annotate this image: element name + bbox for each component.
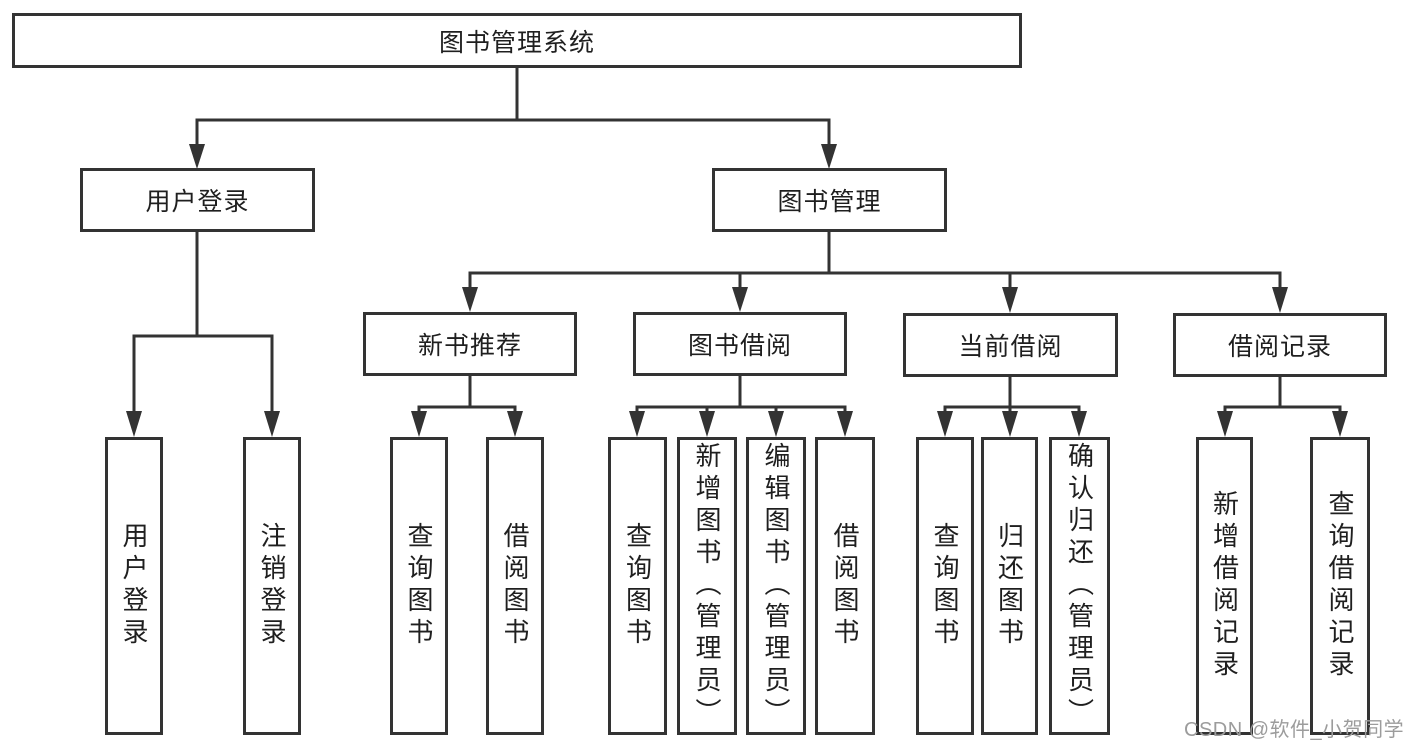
arrowhead (1002, 411, 1018, 437)
leaf-cb-query-books: 查询图书 (916, 437, 974, 735)
leaf-label: 查询图书 (622, 522, 653, 650)
connector-root-to-level2 (189, 68, 837, 169)
arrowhead (837, 411, 853, 437)
arrowhead (1002, 287, 1018, 313)
csdn-watermark: CSDN @软件_小贺同学 (1184, 719, 1405, 741)
leaf-label: 确认归还（管理员） (1064, 442, 1095, 730)
node-book-borrow: 图书借阅 (633, 312, 847, 376)
node-book-mgmt: 图书管理 (712, 168, 947, 232)
leaf-label: 查询图书 (930, 522, 960, 650)
leaf-label: 新增借阅记录 (1209, 490, 1240, 682)
leaf-bb-edit-books-admin: 编辑图书（管理员） (746, 437, 806, 735)
connector-bar (1223, 405, 1342, 412)
node-current-borrow: 当前借阅 (903, 313, 1118, 377)
node-user-login: 用户登录 (80, 168, 315, 232)
arrowhead (462, 287, 478, 312)
leaf-label: 新增图书（管理员） (692, 442, 722, 730)
arrowhead (937, 411, 953, 437)
node-new-book-rec: 新书推荐 (363, 312, 577, 376)
node-root-label: 图书管理系统 (438, 28, 595, 57)
leaf-label: 归还图书 (994, 522, 1025, 650)
leaf-br-query-record: 查询借阅记录 (1310, 437, 1370, 735)
leaf-br-add-record: 新增借阅记录 (1196, 437, 1253, 735)
connector-new-book-rec-subtree (411, 376, 523, 437)
node-borrow-records-label: 借阅记录 (1227, 333, 1332, 361)
leaf-nbr-query-books: 查询图书 (390, 437, 448, 735)
leaf-label: 借阅图书 (830, 522, 860, 650)
arrowhead (732, 287, 748, 312)
leaf-logout: 注销登录 (243, 437, 301, 735)
leaf-user-login: 用户登录 (105, 437, 163, 735)
leaf-bb-borrow-books: 借阅图书 (815, 437, 875, 735)
leaf-nbr-borrow-books: 借阅图书 (486, 437, 544, 735)
node-new-book-rec-label: 新书推荐 (417, 332, 522, 360)
leaf-cb-return-books: 归还图书 (981, 437, 1038, 735)
arrowhead (821, 144, 837, 169)
connector-user-login-subtree (126, 232, 280, 437)
arrowhead (699, 411, 715, 437)
leaf-label: 借阅图书 (500, 522, 530, 650)
leaf-label: 用户登录 (119, 522, 149, 650)
arrowhead (1332, 411, 1348, 437)
arrowhead (629, 411, 645, 437)
connector-bar (635, 405, 847, 412)
connector-borrow-records-subtree (1217, 377, 1348, 437)
connector-bar (417, 405, 517, 412)
arrowhead (264, 411, 280, 437)
connector-bar (468, 271, 1282, 288)
leaf-label: 查询图书 (404, 522, 434, 650)
node-book-mgmt-label: 图书管理 (777, 188, 882, 216)
arrowhead (768, 411, 784, 437)
leaf-label: 注销登录 (257, 522, 287, 650)
connector-bar (943, 405, 1081, 412)
leaf-label: 查询借阅记录 (1325, 490, 1355, 682)
arrowhead (126, 411, 142, 437)
arrowhead (189, 144, 205, 169)
node-borrow-records: 借阅记录 (1173, 313, 1387, 377)
leaf-bb-add-books-admin: 新增图书（管理员） (677, 437, 737, 735)
arrowhead (1217, 411, 1233, 437)
node-current-borrow-label: 当前借阅 (958, 333, 1063, 361)
connector-book-mgmt-to-groups (462, 232, 1288, 313)
connector-current-borrow-subtree (937, 377, 1087, 437)
node-user-login-label: 用户登录 (145, 188, 250, 216)
arrowhead (411, 411, 427, 437)
node-book-borrow-label: 图书借阅 (687, 332, 792, 360)
leaf-label: 编辑图书（管理员） (761, 442, 791, 730)
arrowhead (1071, 411, 1087, 437)
arrowhead (1272, 287, 1288, 313)
connector-book-borrow-subtree (629, 376, 853, 437)
connector-bar (132, 334, 274, 411)
node-root: 图书管理系统 (12, 13, 1022, 68)
leaf-bb-query-books: 查询图书 (608, 437, 667, 735)
leaf-cb-confirm-return-admin: 确认归还（管理员） (1049, 437, 1110, 735)
connector-bar (195, 118, 831, 146)
arrowhead (507, 411, 523, 437)
